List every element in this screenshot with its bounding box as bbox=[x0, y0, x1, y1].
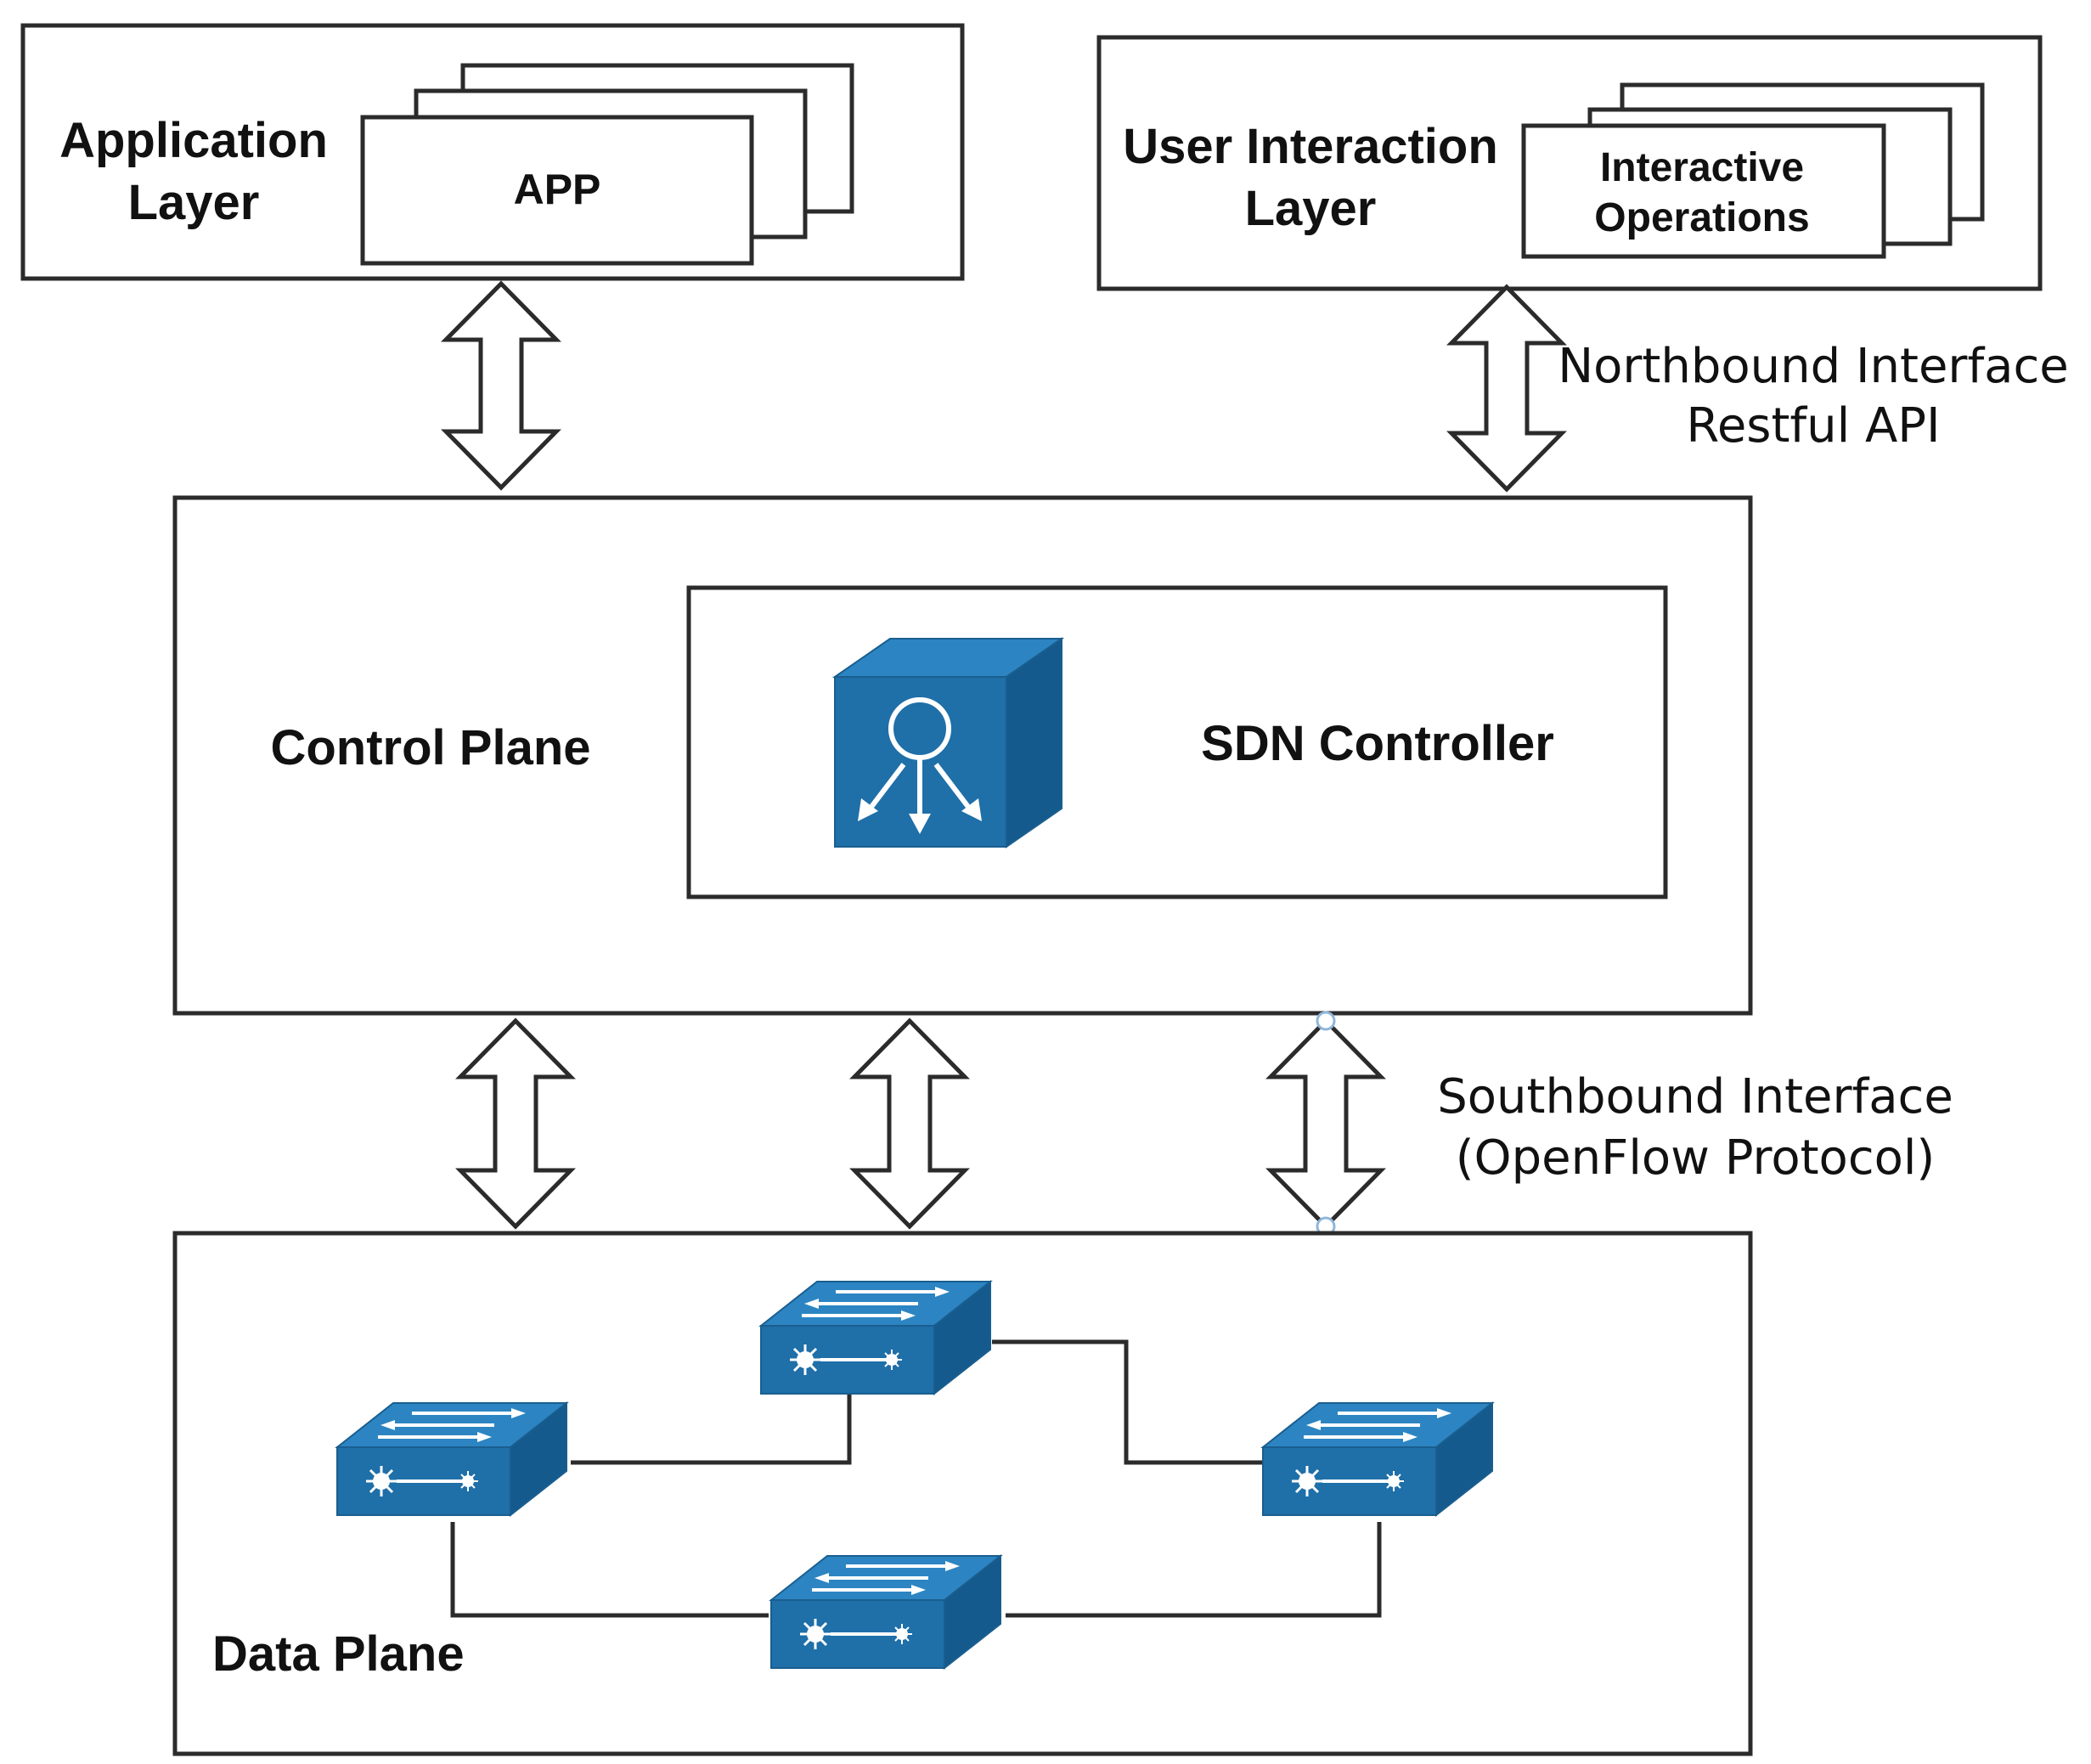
network-switch-icon-right[interactable] bbox=[1261, 1401, 1494, 1517]
southbound-label-line2: (OpenFlow Protocol) bbox=[1456, 1130, 1936, 1186]
control-plane: Control Plane SDN Controller bbox=[172, 495, 1753, 1016]
app-card-front[interactable] bbox=[360, 115, 754, 266]
sdn-controller-cube-icon bbox=[831, 637, 1065, 848]
network-switch-icon-bottom[interactable] bbox=[769, 1554, 1002, 1670]
application-layer: Application Layer APP bbox=[20, 23, 965, 281]
app-card-label: APP bbox=[514, 166, 601, 213]
link-left-bottom bbox=[450, 1522, 769, 1618]
user-interaction-layer-title-line1: User Interaction bbox=[1123, 119, 1498, 174]
network-switch-icon-top[interactable] bbox=[759, 1280, 992, 1395]
selection-handle-top[interactable] bbox=[1316, 1011, 1336, 1031]
southbound-double-arrow-middle bbox=[849, 1017, 970, 1230]
user-interaction-layer: User Interaction Layer Interactive Opera… bbox=[1096, 35, 2043, 291]
northbound-label-line1: Northbound Interface bbox=[1558, 339, 2068, 394]
network-switch-icon-left[interactable] bbox=[335, 1401, 568, 1517]
application-control-double-arrow bbox=[441, 280, 561, 491]
data-plane-title: Data Plane bbox=[212, 1626, 465, 1682]
southbound-double-arrow-left bbox=[455, 1017, 576, 1230]
southbound-double-arrow-right bbox=[1265, 1017, 1386, 1230]
application-layer-title-line1: Application bbox=[59, 113, 328, 168]
southbound-label-line1: Southbound Interface bbox=[1437, 1069, 1953, 1124]
link-bottom-right bbox=[1006, 1522, 1382, 1618]
interactive-card-line1: Interactive bbox=[1600, 145, 1804, 190]
interactive-card-front[interactable] bbox=[1521, 123, 1886, 259]
northbound-double-arrow bbox=[1446, 284, 1567, 493]
link-top-right bbox=[992, 1339, 1264, 1465]
interactive-card-line2: Operations bbox=[1594, 195, 1809, 240]
control-plane-title: Control Plane bbox=[270, 720, 590, 775]
link-left-top bbox=[571, 1393, 852, 1465]
application-layer-title-line2: Layer bbox=[128, 175, 260, 230]
user-interaction-layer-title-line2: Layer bbox=[1245, 181, 1377, 236]
data-plane: Data Plane bbox=[172, 1231, 1753, 1756]
northbound-label-line2: Restful API bbox=[1686, 398, 1940, 454]
sdn-controller-label: SDN Controller bbox=[1201, 716, 1554, 771]
